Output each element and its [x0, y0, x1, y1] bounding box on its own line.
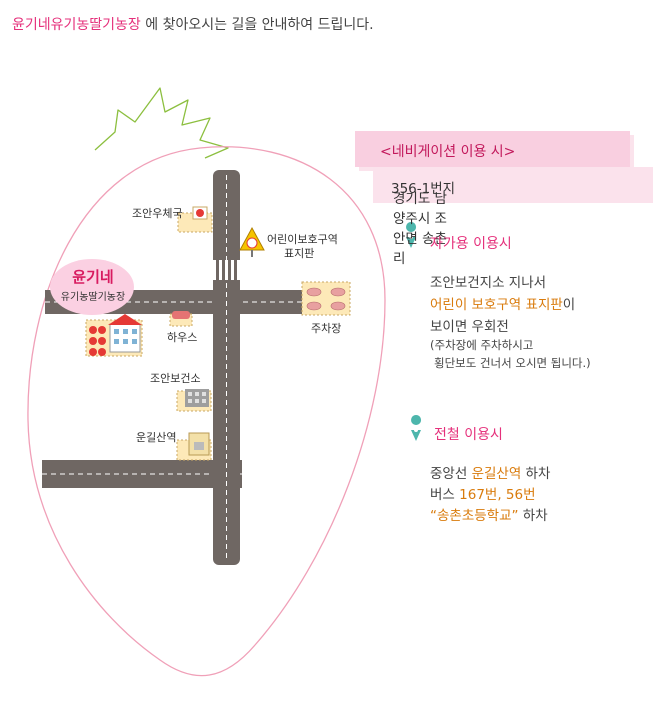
farm-name: 윤기네유기농딸기농장: [12, 17, 141, 33]
car-note-1: (주차장에 주차하시고: [430, 338, 534, 352]
farm-logo-bubble: [50, 259, 134, 315]
subway-line-1: 중앙선 운길산역 하차: [430, 466, 551, 482]
heading-text: 에 찾아오시는 길을 안내하여 드립니다.: [140, 17, 374, 33]
bus-highlight: 167번, 56번: [459, 487, 536, 503]
car-section-title: 자가용 이용시: [430, 236, 512, 252]
farm-logo-small: 유기농딸기농장: [60, 292, 126, 303]
car-line-2: 어린이 보호구역 표지판이: [430, 297, 576, 313]
car-pin-icon: [406, 222, 417, 248]
parking-lot: [301, 281, 351, 316]
navigation-title-box: <네비게이션 이용 시>: [355, 131, 630, 167]
subway-line-3: “송촌초등학교” 하차: [430, 508, 548, 524]
label-health-center: 조안보건소: [150, 372, 201, 385]
page-heading: 윤기네유기농딸기농장 에 찾아오시는 길을 안내하여 드립니다.: [12, 14, 374, 34]
navigation-lot: 356-1번지: [391, 181, 456, 197]
strawberry-leaf: [94, 87, 229, 159]
subway-line-2: 버스 167번, 56번: [430, 487, 536, 503]
label-station: 운길산역: [136, 431, 177, 444]
label-school-zone-1: 어린이보호구역: [267, 233, 338, 246]
navigation-title: <네비게이션 이용 시>: [380, 144, 516, 160]
subway-section-title: 전철 이용시: [434, 427, 503, 443]
label-house: 하우스: [167, 331, 198, 344]
label-post-office: 조안우체국: [132, 207, 183, 220]
car-line-3: 보이면 우회전: [430, 319, 509, 335]
farm-logo-big: 윤기네: [72, 268, 114, 286]
station-highlight: 운길산역: [471, 466, 522, 482]
car-note-2: 횡단보도 건너서 오시면 됩니다.): [434, 356, 591, 370]
label-school-zone-2: 표지판: [284, 247, 315, 260]
strawberry-outline: [27, 146, 386, 677]
label-parking: 주차장: [311, 322, 342, 335]
crosswalk: [213, 260, 240, 280]
navigation-address: 경기도 남양주시 조안면 송촌리: [393, 191, 447, 267]
subway-pin-icon: [411, 415, 422, 441]
school-highlight: “송촌초등학교”: [430, 508, 519, 524]
car-line-1: 조안보건지소 지나서: [430, 275, 547, 291]
car-highlight-sign: 어린이 보호구역 표지판: [430, 297, 563, 313]
